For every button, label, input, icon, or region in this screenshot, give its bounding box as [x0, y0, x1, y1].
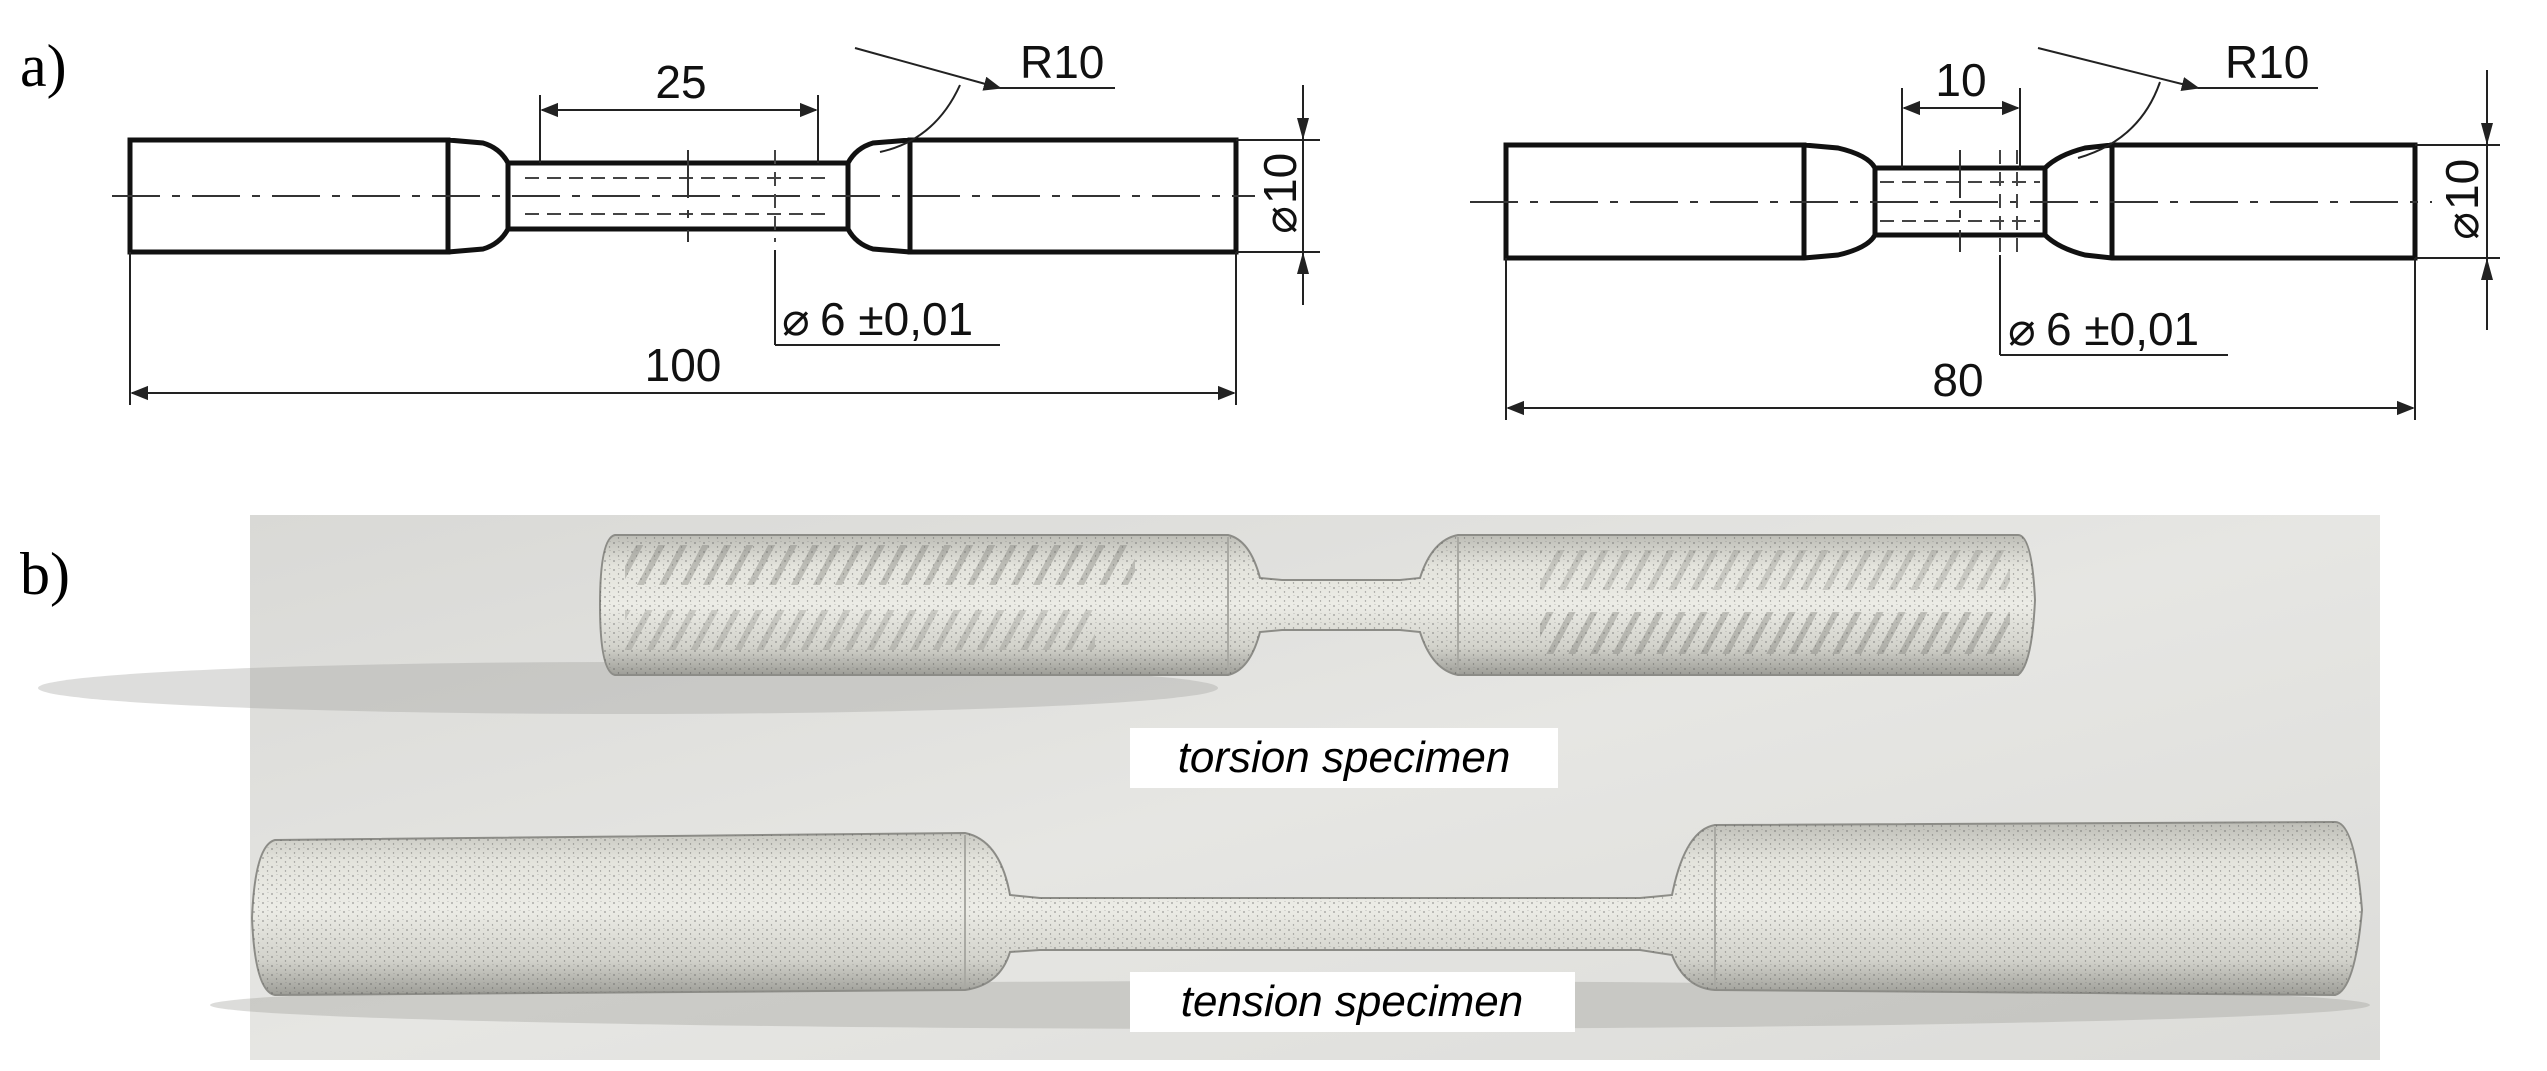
gauge-length-right: 10 [1935, 54, 1986, 106]
tension-caption-box [1130, 972, 1575, 1032]
arrow-outer-top-left [1297, 118, 1309, 140]
arrow-outer-bottom-right [2481, 258, 2493, 280]
outer-diameter-right: 10 [2436, 159, 2488, 210]
torsion-caption-box [1130, 728, 1558, 788]
gauge-length-left: 25 [655, 56, 706, 108]
arrow-outer-bottom-left [1297, 252, 1309, 274]
diameter-symbol-outer-left: ⌀ [1254, 206, 1306, 234]
gauge-diameter-right: 6 ±0,01 [2046, 303, 2199, 355]
radius-arc-left [879, 84, 961, 153]
torsion-specimen [38, 534, 2037, 714]
drawing-right: 10 R10 ⌀ 10 ⌀ 6 ±0,01 80 [1470, 36, 2500, 420]
overall-length-right: 80 [1932, 354, 1983, 406]
tension-caption: tension specimen [1181, 977, 1523, 1026]
specimen-outline-left [127, 137, 1239, 255]
radius-label-left: R10 [1020, 36, 1104, 88]
torsion-caption: torsion specimen [1178, 733, 1511, 782]
radius-leader-left [854, 47, 1002, 91]
panel-label-b: b) [20, 541, 70, 607]
specimen-photo: torsion specimen tension specimen [38, 515, 2380, 1060]
gauge-diameter-left: 6 ±0,01 [820, 293, 973, 345]
radius-label-right: R10 [2225, 36, 2309, 88]
outer-diameter-left: 10 [1254, 153, 1306, 204]
overall-length-left: 100 [645, 339, 722, 391]
tension-specimen [210, 820, 2370, 1029]
diameter-symbol-gauge-left: ⌀ [782, 293, 810, 345]
diameter-symbol-outer-right: ⌀ [2436, 212, 2488, 240]
radius-leader-right [2037, 47, 2200, 92]
radius-arc-right [2077, 81, 2161, 159]
drawing-left: 25 R10 ⌀ 10 ⌀ 6 ±0,01 100 [112, 36, 1320, 405]
arrow-outer-top-right [2481, 123, 2493, 145]
specimen-outline-right [1503, 142, 2418, 261]
diameter-symbol-gauge-right: ⌀ [2008, 303, 2036, 355]
panel-label-a: a) [20, 33, 67, 99]
